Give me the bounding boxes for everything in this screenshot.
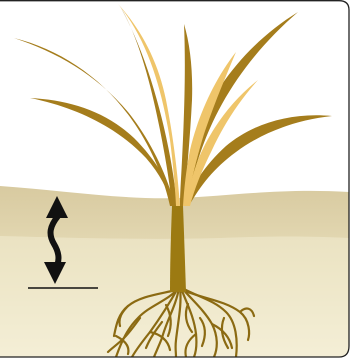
diagram-canvas (0, 0, 351, 359)
plant-soil-diagram (0, 0, 351, 359)
